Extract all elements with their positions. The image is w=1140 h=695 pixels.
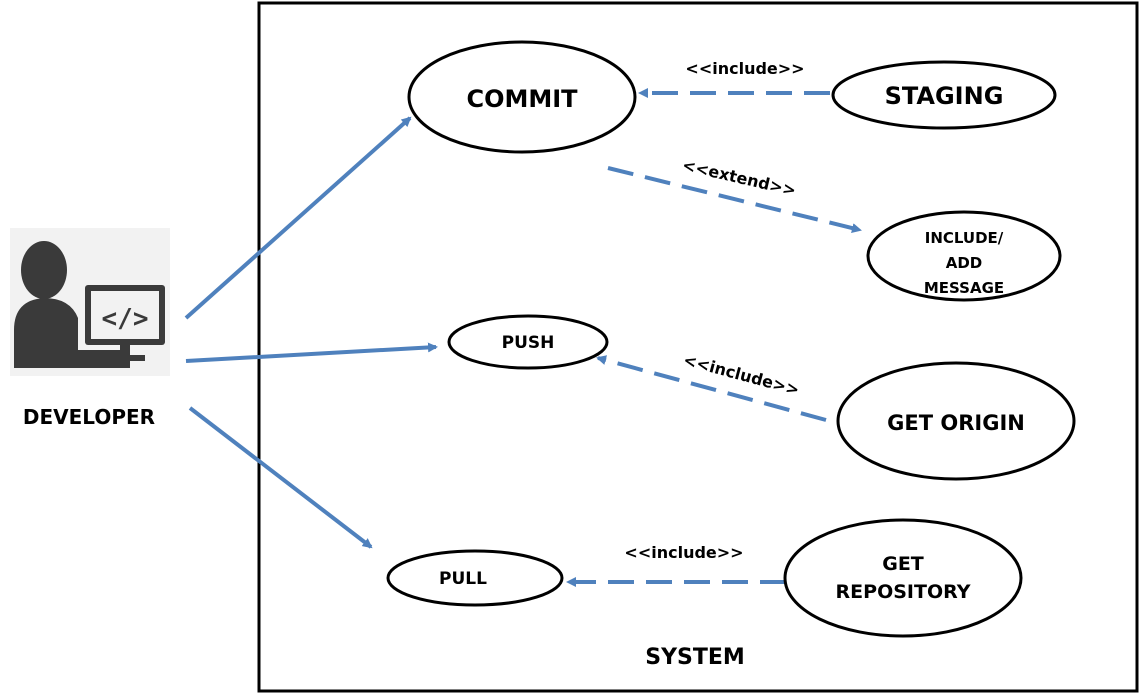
actor-label: DEVELOPER	[22, 405, 156, 429]
association-commit	[184, 116, 412, 320]
use-case-push-label: PUSH	[502, 333, 555, 353]
label-include-origin: <<include>>	[681, 350, 801, 399]
extend-commit-message	[607, 166, 862, 233]
svg-text:</>: </>	[102, 304, 149, 334]
use-case-commit: COMMIT	[407, 40, 637, 154]
use-case-commit-label: COMMIT	[466, 85, 578, 113]
include-origin-push	[596, 355, 827, 422]
system-label: SYSTEM	[645, 645, 745, 670]
use-case-staging: STAGING	[831, 60, 1057, 130]
label-include-repository: <<include>>	[624, 543, 743, 562]
association-push	[185, 342, 438, 363]
association-pull	[188, 406, 373, 549]
use-case-include-message: INCLUDE/ ADD MESSAGE	[866, 210, 1062, 302]
use-case-push: PUSH	[447, 314, 609, 370]
use-case-pull-label: PULL	[439, 569, 487, 589]
developer-at-computer-icon: </>	[10, 228, 170, 376]
use-case-get-repository-line2: REPOSITORY	[836, 581, 971, 603]
system-boundary	[257, 1, 1139, 693]
use-case-get-repository-line1: GET	[882, 553, 924, 575]
use-case-include-message-line2: ADD	[946, 254, 983, 272]
use-case-get-repository: GET REPOSITORY	[783, 518, 1023, 638]
use-case-include-message-line3: MESSAGE	[924, 279, 1004, 297]
use-case-pull: PULL	[386, 549, 564, 607]
use-case-staging-label: STAGING	[885, 82, 1004, 110]
use-case-get-origin: GET ORIGIN	[836, 361, 1076, 481]
label-extend-message: <<extend>>	[681, 155, 798, 200]
use-case-get-origin-label: GET ORIGIN	[887, 411, 1025, 435]
use-case-include-message-line1: INCLUDE/	[925, 229, 1004, 247]
label-include-staging: <<include>>	[685, 59, 804, 78]
